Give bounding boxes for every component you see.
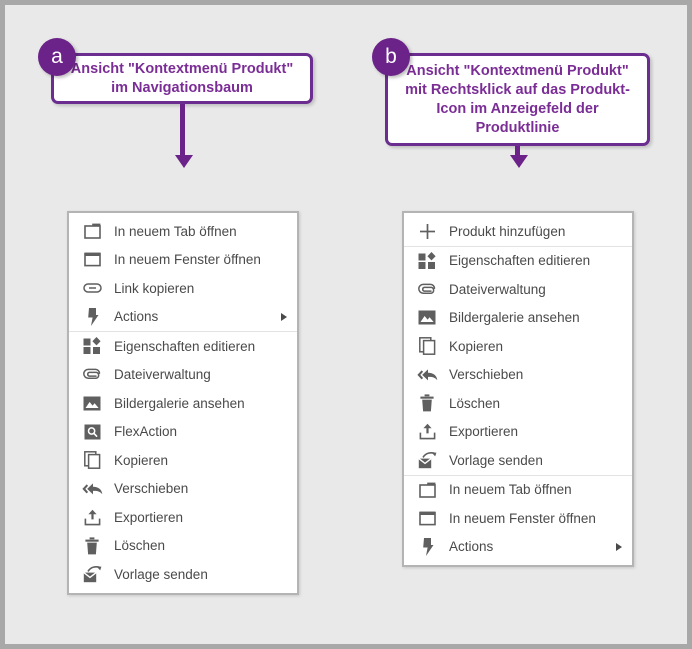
- submenu-chevron-right-icon: [616, 542, 622, 551]
- menu-item-label: Löschen: [114, 538, 166, 554]
- menu-item[interactable]: Löschen: [69, 532, 297, 561]
- menu-item-label: Exportieren: [114, 509, 184, 525]
- link-icon: [81, 277, 103, 299]
- menu-item[interactable]: FlexAction: [69, 418, 297, 447]
- menu-item[interactable]: Exportieren: [69, 503, 297, 532]
- trash-icon: [81, 535, 103, 557]
- menu-item[interactable]: Vorlage senden: [404, 446, 632, 476]
- menu-item[interactable]: Löschen: [404, 389, 632, 418]
- properties-icon: [416, 250, 438, 272]
- menu-item-label: In neuem Tab öffnen: [114, 223, 237, 239]
- properties-icon: [81, 335, 103, 357]
- menu-item[interactable]: In neuem Fenster öffnen: [69, 246, 297, 275]
- menu-item[interactable]: In neuem Fenster öffnen: [404, 504, 632, 533]
- menu-item-label: Löschen: [449, 395, 501, 411]
- connector-arrow-b-head: [510, 155, 528, 168]
- trash-icon: [416, 392, 438, 414]
- menu-item[interactable]: Vorlage senden: [69, 560, 297, 589]
- menu-item[interactable]: Produkt hinzufügen: [404, 217, 632, 247]
- menu-item-label: Eigenschaften editieren: [114, 338, 256, 354]
- menu-item-label: In neuem Fenster öffnen: [449, 510, 596, 526]
- new-tab-icon: [81, 220, 103, 242]
- callout-badge-a: a: [38, 38, 76, 76]
- connector-arrow-a-head: [175, 155, 193, 168]
- paperclip-icon: [81, 364, 103, 386]
- menu-item[interactable]: Verschieben: [69, 475, 297, 504]
- submenu-chevron-right-icon: [281, 312, 287, 321]
- callout-box-a: Ansicht "Kontextmenü Produkt" im Navigat…: [51, 53, 313, 104]
- connector-arrow-a-stem: [180, 104, 185, 157]
- menu-item-label: Vorlage senden: [114, 566, 208, 582]
- move-icon: [81, 478, 103, 500]
- send-template-icon: [416, 449, 438, 471]
- menu-item-label: Kopieren: [114, 452, 169, 468]
- search-box-icon: [81, 421, 103, 443]
- menu-item-label: Bildergalerie ansehen: [114, 395, 245, 411]
- menu-item[interactable]: Dateiverwaltung: [404, 275, 632, 304]
- plus-icon: [416, 220, 438, 242]
- menu-item[interactable]: Bildergalerie ansehen: [69, 389, 297, 418]
- export-icon: [416, 421, 438, 443]
- copy-icon: [416, 335, 438, 357]
- menu-item-label: Dateiverwaltung: [114, 367, 211, 383]
- menu-item[interactable]: Actions: [69, 303, 297, 332]
- new-tab-icon: [416, 479, 438, 501]
- copy-icon: [81, 449, 103, 471]
- new-window-icon: [416, 507, 438, 529]
- menu-item-label: Dateiverwaltung: [449, 281, 546, 297]
- menu-item-label: Produkt hinzufügen: [449, 223, 566, 239]
- menu-item[interactable]: In neuem Tab öffnen: [404, 476, 632, 505]
- menu-item[interactable]: Eigenschaften editieren: [69, 332, 297, 361]
- menu-item[interactable]: Exportieren: [404, 418, 632, 447]
- menu-item[interactable]: Verschieben: [404, 361, 632, 390]
- menu-item-label: Verschieben: [114, 481, 189, 497]
- export-icon: [81, 506, 103, 528]
- menu-item[interactable]: In neuem Tab öffnen: [69, 217, 297, 246]
- menu-item-label: Bildergalerie ansehen: [449, 310, 580, 326]
- menu-item-label: Actions: [449, 539, 494, 555]
- callout-b-text: Ansicht "Kontextmenü Produkt" mit Rechts…: [405, 62, 630, 136]
- navigation-tree-context-menu[interactable]: In neuem Tab öffnen In neuem Fenster öffn…: [67, 211, 299, 595]
- menu-item-label: Actions: [114, 309, 159, 325]
- menu-item[interactable]: Kopieren: [69, 446, 297, 475]
- menu-item[interactable]: Eigenschaften editieren: [404, 247, 632, 276]
- callout-badge-b: b: [372, 38, 410, 76]
- menu-item-label: FlexAction: [114, 424, 178, 440]
- menu-item[interactable]: Link kopieren: [69, 274, 297, 303]
- image-gallery-icon: [416, 307, 438, 329]
- menu-item-label: Kopieren: [449, 338, 504, 354]
- lightning-icon: [81, 306, 103, 328]
- callout-a-text: Ansicht "Kontextmenü Produkt" im Navigat…: [70, 60, 294, 96]
- send-template-icon: [81, 563, 103, 585]
- image-gallery-icon: [81, 392, 103, 414]
- menu-item-label: In neuem Fenster öffnen: [114, 252, 261, 268]
- menu-item[interactable]: Bildergalerie ansehen: [404, 304, 632, 333]
- menu-item[interactable]: Kopieren: [404, 332, 632, 361]
- paperclip-icon: [416, 278, 438, 300]
- menu-item-label: Exportieren: [449, 424, 519, 440]
- lightning-icon: [416, 536, 438, 558]
- new-window-icon: [81, 249, 103, 271]
- menu-item-label: Vorlage senden: [449, 452, 543, 468]
- menu-item-label: Link kopieren: [114, 280, 195, 296]
- menu-item-label: Eigenschaften editieren: [449, 253, 591, 269]
- menu-item[interactable]: Actions: [404, 533, 632, 562]
- menu-item[interactable]: Dateiverwaltung: [69, 361, 297, 390]
- move-icon: [416, 364, 438, 386]
- callout-box-b: Ansicht "Kontextmenü Produkt" mit Rechts…: [385, 53, 650, 146]
- connector-arrow-b-stem: [515, 146, 520, 157]
- menu-item-label: Verschieben: [449, 367, 524, 383]
- menu-item-label: In neuem Tab öffnen: [449, 482, 572, 498]
